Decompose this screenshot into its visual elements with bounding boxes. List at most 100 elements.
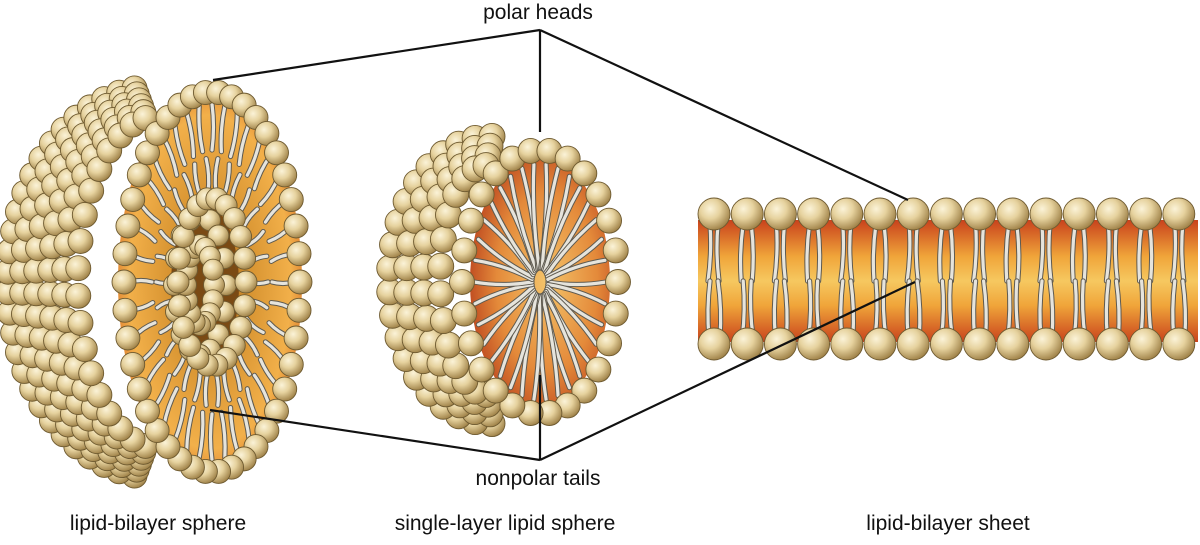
nonpolar-tail <box>539 165 561 272</box>
polar-head <box>763 327 797 361</box>
polar-head <box>457 330 484 357</box>
leader-nonpolar-left <box>209 408 541 462</box>
polar-head <box>449 269 475 295</box>
polar-head <box>126 376 152 402</box>
nonpolar-tail <box>705 221 714 284</box>
polar-head <box>602 300 629 327</box>
polar-head <box>554 145 581 172</box>
nonpolar-tail <box>472 281 535 307</box>
polar-head <box>120 351 146 377</box>
nonpolar-tail <box>475 284 536 328</box>
nonpolar-tail <box>227 404 240 454</box>
nonpolar-tail <box>1080 221 1088 284</box>
nonpolar-tail <box>1037 221 1046 284</box>
nonpolar-tail <box>1179 221 1187 284</box>
polar-head <box>596 207 623 234</box>
polar-head <box>86 382 113 408</box>
nonpolar-tail <box>539 292 561 399</box>
nonpolar-tail <box>1069 221 1078 284</box>
nonpolar-tail <box>544 286 599 347</box>
nonpolar-tail <box>748 221 756 284</box>
polar-head <box>115 213 141 239</box>
polar-head <box>585 356 612 383</box>
polar-heads-label: polar heads <box>483 1 593 24</box>
nonpolar-tail <box>507 173 540 273</box>
polar-head <box>272 376 298 402</box>
polar-head <box>272 162 298 188</box>
nonpolar-tail <box>544 217 599 278</box>
leader-lines <box>209 28 916 462</box>
single-layer-sphere-caption: single-layer lipid sphere <box>394 512 616 535</box>
polar-head <box>233 294 257 318</box>
polar-head <box>996 197 1030 231</box>
polar-head <box>1029 327 1063 361</box>
polar-head <box>571 160 598 187</box>
polar-head <box>283 213 309 239</box>
polar-head <box>585 181 612 208</box>
nonpolar-tail <box>545 281 608 307</box>
bilayer-sphere-caption: lipid-bilayer sphere <box>69 512 247 535</box>
polar-head <box>697 327 731 361</box>
polar-head <box>78 360 105 387</box>
nonpolar-tail <box>475 236 536 280</box>
polar-head <box>468 356 495 383</box>
polar-head <box>830 327 864 361</box>
polar-head <box>233 246 257 270</box>
polar-head <box>797 197 831 231</box>
leader-polar-left <box>212 28 541 82</box>
polar-head <box>264 140 289 166</box>
nonpolar-tail <box>979 221 988 284</box>
polar-head <box>1162 197 1196 231</box>
polar-head <box>763 197 797 231</box>
nonpolar-tail <box>780 221 788 284</box>
single-layer-lipid-sphere <box>376 122 631 438</box>
nonpolar-tail <box>196 103 206 155</box>
nonpolar-tail <box>1136 221 1145 284</box>
lipid-bilayer-sheet <box>697 197 1198 361</box>
nonpolar-tail <box>771 221 780 284</box>
nonpolar-tail <box>196 409 206 461</box>
nonpolar-tail <box>1014 221 1022 284</box>
polar-head <box>278 187 304 213</box>
polar-head <box>229 225 253 249</box>
polar-head <box>1129 197 1163 231</box>
polar-head <box>602 237 629 264</box>
polar-head <box>929 327 963 361</box>
nonpolar-tail <box>218 103 228 155</box>
nonpolar-tail <box>904 221 913 284</box>
polar-head <box>166 270 190 294</box>
nonpolar-tail <box>815 221 823 284</box>
polar-head <box>605 269 631 295</box>
polar-head <box>283 325 309 351</box>
nonpolar-tail <box>947 221 956 284</box>
nonpolar-tail <box>184 404 197 454</box>
nonpolar-tail <box>1046 221 1054 284</box>
nonpolar-tail <box>507 291 540 391</box>
polar-head <box>112 297 138 323</box>
nonpolar-tail <box>1003 221 1012 284</box>
polar-head <box>929 197 963 231</box>
polar-head <box>1095 327 1129 361</box>
polar-head <box>499 392 526 419</box>
nonpolar-tail <box>913 221 921 284</box>
leader-nonpolar-right <box>539 281 916 461</box>
polar-head <box>65 255 92 282</box>
polar-head <box>457 207 484 234</box>
nonpolar-tail <box>847 221 855 284</box>
nonpolar-tail <box>737 221 746 284</box>
nonpolar-tail <box>184 110 197 160</box>
polar-head <box>697 197 731 231</box>
nonpolar-tail <box>971 221 979 284</box>
nonpolar-tail <box>881 221 889 284</box>
polar-head <box>167 246 191 270</box>
nonpolar-tail <box>227 110 240 160</box>
polar-head <box>797 327 831 361</box>
polar-head <box>596 330 623 357</box>
polar-head <box>65 282 92 309</box>
polar-head <box>427 252 455 280</box>
polar-head <box>234 270 258 294</box>
polar-head <box>963 327 997 361</box>
polar-head <box>171 315 195 339</box>
leader-polar-right <box>539 29 909 201</box>
